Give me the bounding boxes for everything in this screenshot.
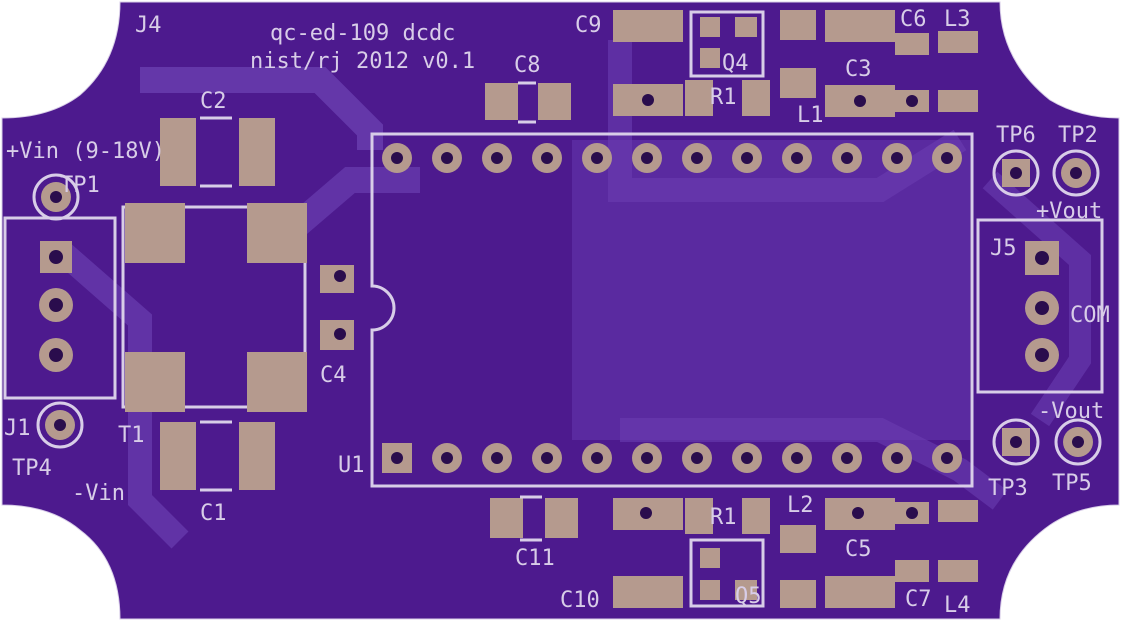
j5-pins [1025, 241, 1059, 372]
label-l1: L1 [797, 103, 824, 128]
r1-bottom-pads [685, 498, 770, 534]
c7-pads [895, 502, 929, 582]
label-c7: C7 [905, 587, 932, 612]
label-u1: U1 [338, 453, 365, 478]
r1-top-pads [685, 80, 770, 116]
label-l2: L2 [787, 493, 814, 518]
label-c9: C9 [575, 13, 602, 38]
label-q4: Q4 [722, 51, 749, 76]
tp2-pad [1052, 149, 1100, 197]
label-tp3: TP3 [988, 476, 1028, 501]
l4-pads [938, 500, 978, 582]
label-r1-bot: R1 [710, 505, 737, 530]
c1-pads [160, 420, 275, 492]
u1-pins-top [382, 143, 962, 173]
label-vin: +Vin (9-18V) [6, 139, 165, 164]
tp4-pad [36, 401, 84, 449]
label-j1: J1 [4, 416, 31, 441]
j5-outline [976, 218, 1104, 394]
label-tp4: TP4 [12, 456, 52, 481]
label-q5: Q5 [735, 584, 762, 609]
label-tp1: TP1 [60, 173, 100, 198]
label-title-2: nist/rj 2012 v0.1 [250, 49, 475, 74]
tp6-pad [992, 149, 1040, 197]
tp5-pad [1054, 418, 1102, 466]
label-l4: L4 [944, 593, 971, 618]
c2-pads [160, 116, 275, 188]
t1-pads [125, 203, 307, 412]
label-vout-pos: +Vout [1036, 199, 1102, 224]
label-c4: C4 [320, 363, 347, 388]
label-c10: C10 [560, 588, 600, 613]
label-c8: C8 [514, 53, 541, 78]
label-j5: J5 [990, 236, 1017, 261]
c8-pads [485, 81, 571, 124]
q5-footprint [689, 538, 765, 608]
c5-pads [825, 498, 895, 608]
label-c5: C5 [845, 537, 872, 562]
label-com: COM [1070, 303, 1110, 328]
label-tp6: TP6 [996, 123, 1036, 148]
label-c2: C2 [200, 89, 227, 114]
tp3-pad [992, 418, 1040, 466]
label-title-1: qc-ed-109 dcdc [270, 21, 455, 46]
label-tp5: TP5 [1052, 471, 1092, 496]
label-c3: C3 [845, 57, 872, 82]
label-tp2: TP2 [1058, 123, 1098, 148]
c10-pads [613, 498, 683, 608]
l2-pads [780, 525, 816, 608]
label-c1: C1 [200, 501, 227, 526]
label-l3: L3 [944, 7, 971, 32]
trace-top [140, 67, 383, 150]
label-r1-top: R1 [710, 85, 737, 110]
c6-pads [895, 33, 929, 112]
c4-pads [320, 265, 354, 350]
u1-pins-bottom [382, 443, 962, 473]
u1-outline [370, 132, 974, 488]
c11-pads [490, 495, 578, 542]
l1-pads [780, 10, 816, 98]
label-vin-neg: -Vin [72, 481, 125, 506]
l3-pads [938, 31, 978, 112]
trace-bottom-right [620, 418, 1008, 510]
label-vout-neg: -Vout [1038, 399, 1104, 424]
t1-outline [121, 205, 307, 409]
c9-pads [613, 10, 683, 116]
tp1-pad [32, 173, 80, 221]
label-c11: C11 [515, 546, 555, 571]
q4-footprint [689, 10, 765, 78]
label-c6: C6 [900, 7, 927, 32]
label-j4: J4 [135, 13, 162, 38]
c3-pads [825, 10, 895, 117]
label-t1: T1 [118, 423, 145, 448]
j4-pins [39, 241, 73, 372]
